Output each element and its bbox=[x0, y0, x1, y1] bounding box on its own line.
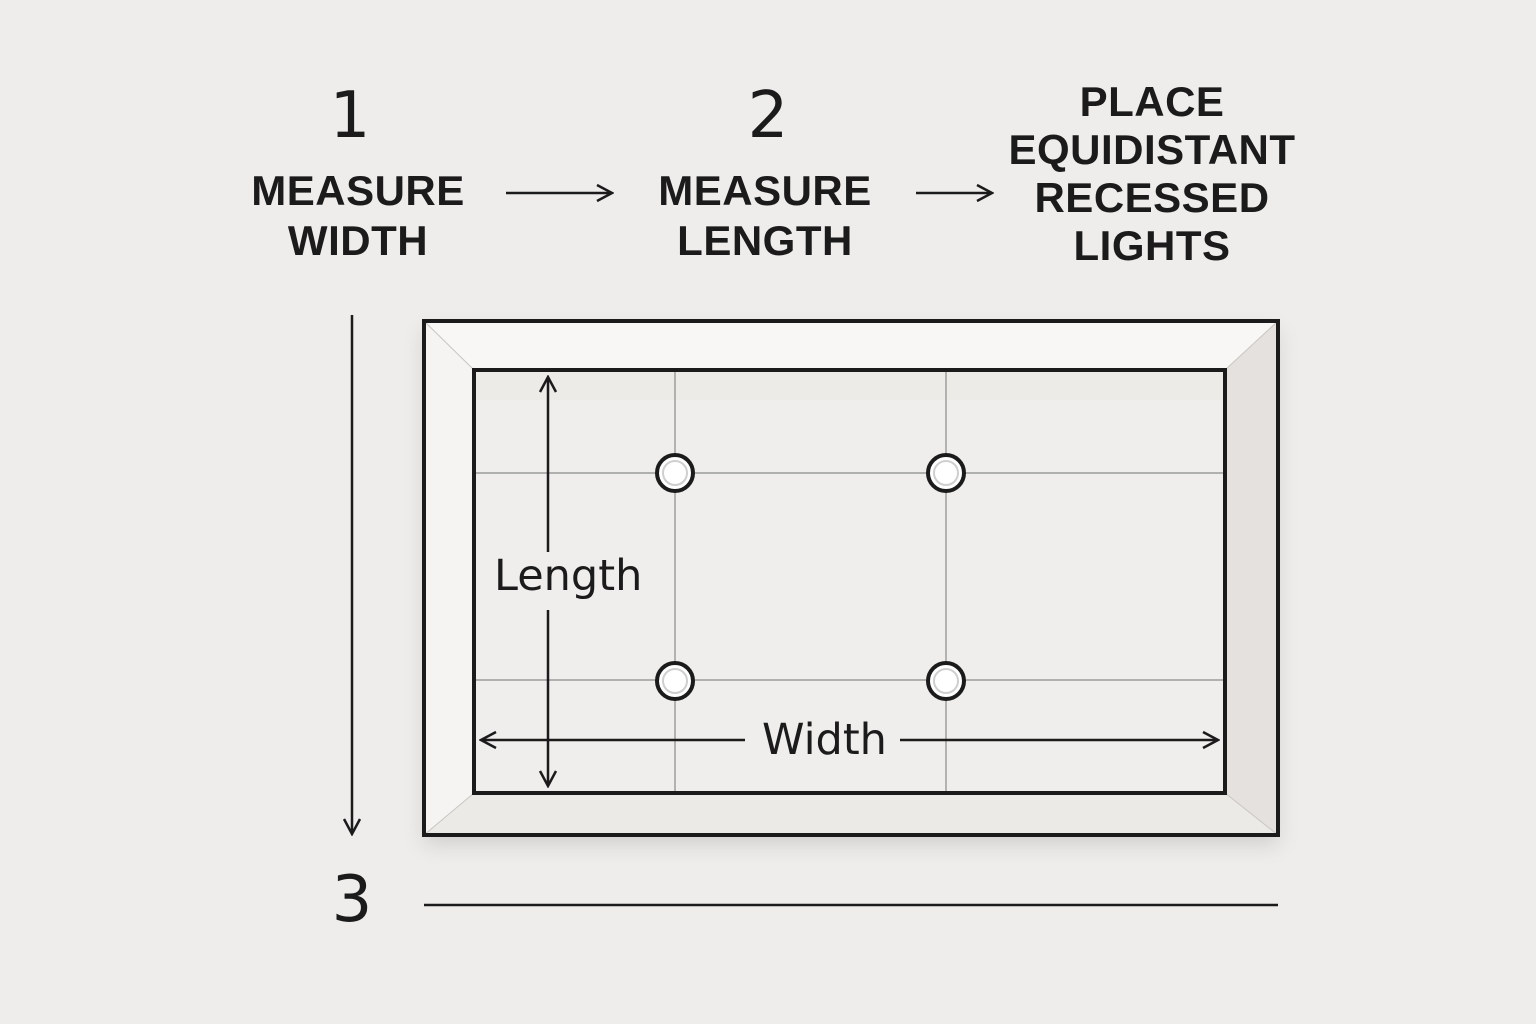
recessed-light-top-right bbox=[926, 453, 966, 493]
width-label: Width bbox=[762, 715, 887, 765]
frame-bevel-left bbox=[424, 321, 474, 835]
layout-grid bbox=[474, 370, 1225, 793]
step-2-number: 2 bbox=[747, 79, 789, 153]
frame-bevel-right bbox=[1225, 321, 1278, 835]
recessed-light-top-left bbox=[655, 453, 695, 493]
step-2-label: MEASURE LENGTH bbox=[654, 166, 876, 266]
place-line-1: PLACE bbox=[1079, 78, 1225, 125]
place-line-2: EQUIDISTANT bbox=[1008, 126, 1296, 173]
place-line-3: RECESSED bbox=[1034, 174, 1270, 221]
step-1-line-2: WIDTH bbox=[287, 217, 429, 264]
recessed-light-bottom-left bbox=[655, 661, 695, 701]
recessed-light-bottom-right bbox=[926, 661, 966, 701]
step-2-line-2: LENGTH bbox=[677, 217, 853, 264]
step-1-line-1: MEASURE bbox=[251, 167, 465, 214]
frame-inner-border bbox=[472, 368, 1227, 795]
ceiling-panel bbox=[474, 370, 1225, 793]
recessed-lights bbox=[655, 453, 966, 701]
step-3-number: 3 bbox=[331, 863, 373, 937]
step-1-number: 1 bbox=[329, 79, 371, 153]
place-line-4: LIGHTS bbox=[1073, 222, 1231, 269]
step-2-line-1: MEASURE bbox=[658, 167, 872, 214]
step-place-lights-label: PLACE EQUIDISTANT RECESSED LIGHTS bbox=[1000, 78, 1304, 270]
frame-bevel-top bbox=[424, 321, 1278, 370]
frame-outer-border bbox=[422, 319, 1280, 837]
frame-bevel-bottom bbox=[424, 793, 1278, 835]
length-label: Length bbox=[494, 551, 643, 601]
step-1-label: MEASURE WIDTH bbox=[248, 166, 468, 266]
